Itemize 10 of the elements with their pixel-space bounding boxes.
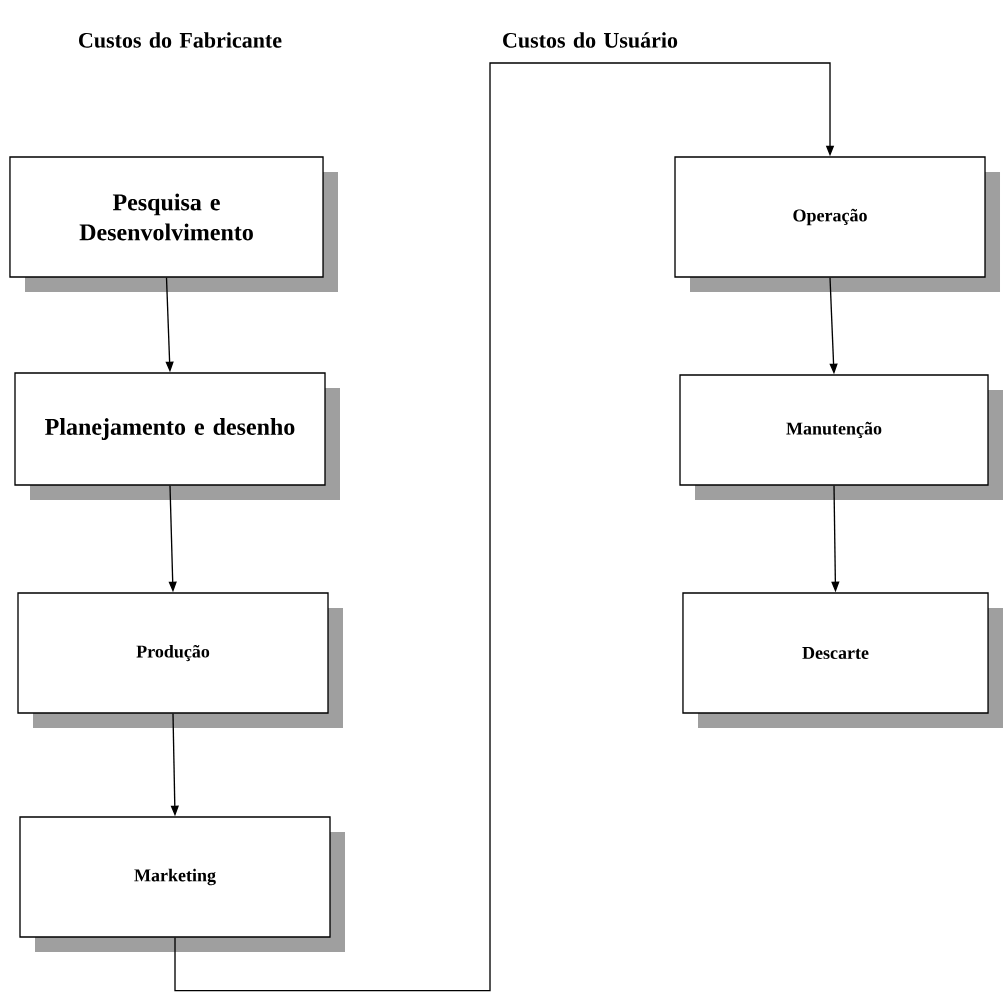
process-box: Marketing: [19, 816, 345, 952]
arrow: [174, 62, 835, 992]
process-box: Planejamento e desenho: [14, 372, 340, 500]
process-box: Descarte: [682, 592, 1003, 728]
process-box: Pesquisa e Desenvolvimento: [9, 156, 338, 292]
column-heading: Custos do Usuário: [503, 32, 678, 48]
process-box: Produção: [17, 592, 343, 728]
column-heading: Custos do Fabricante: [79, 32, 282, 48]
process-box: Manutenção: [679, 374, 1003, 500]
process-box: Operação: [674, 156, 1000, 292]
